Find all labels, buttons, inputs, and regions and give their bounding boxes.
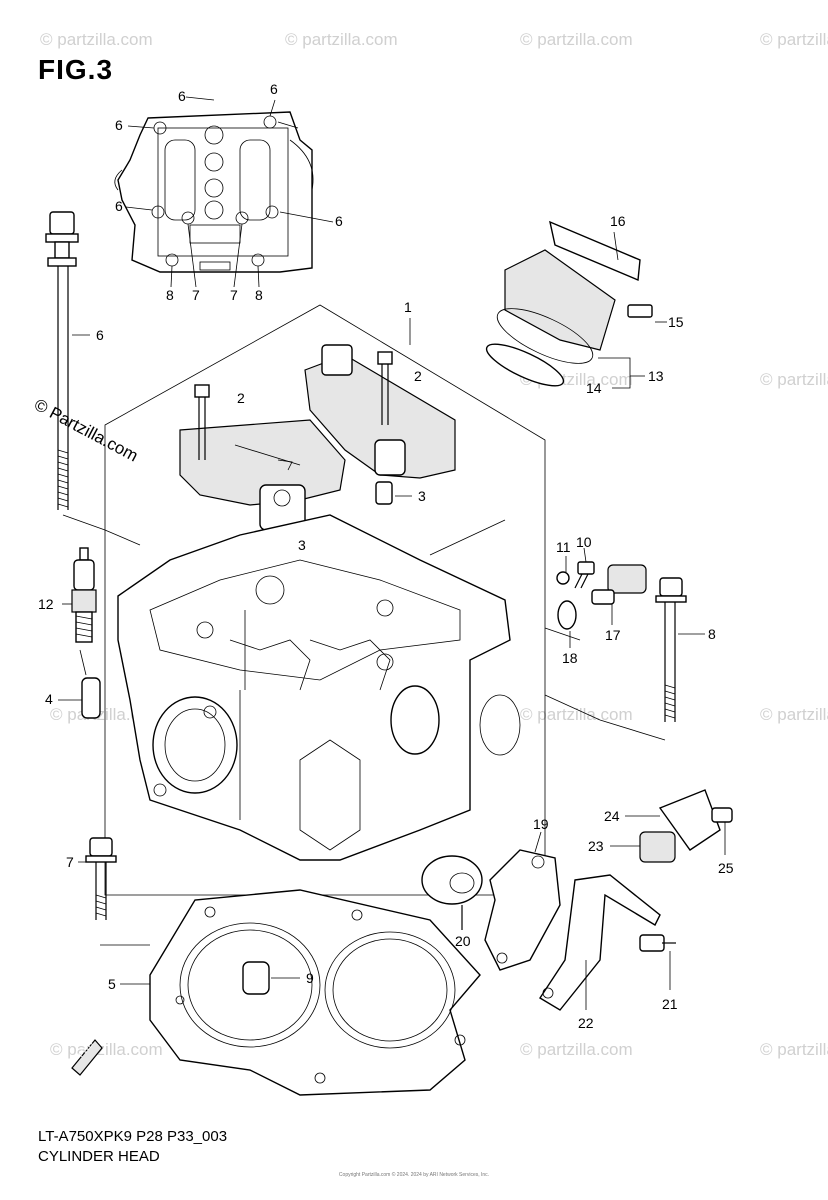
callout-16: 16	[610, 213, 626, 229]
callout-12: 12	[38, 596, 54, 612]
watermark: © partzilla.com	[760, 370, 828, 389]
callout-labels: 6 6 6 6 6 8 7 7 8 6 1 2 2 3 3 16 15 13 1…	[38, 81, 734, 1031]
callout-17: 17	[605, 627, 621, 643]
watermark: © partzilla.com	[520, 1040, 633, 1059]
callout-7: 7	[192, 287, 200, 303]
bolt-7	[78, 837, 117, 920]
callout-3: 3	[418, 488, 426, 504]
callout-25: 25	[718, 860, 734, 876]
figure-title: FIG.3	[38, 54, 114, 85]
callout-6: 6	[335, 213, 343, 229]
callout-14: 14	[586, 380, 602, 396]
callout-9: 9	[306, 970, 314, 986]
callout-19: 19	[533, 816, 549, 832]
spark-plug	[62, 547, 97, 643]
callout-6: 6	[96, 327, 104, 343]
watermark: © partzilla.com	[520, 30, 633, 49]
copyright-notice: Copyright Partzilla.com © 2024. 2024 by …	[338, 1172, 490, 1178]
long-bolt-6	[45, 211, 90, 510]
watermark: © partzilla.com	[40, 30, 153, 49]
callout-21: 21	[662, 996, 678, 1012]
callout-20: 20	[455, 933, 471, 949]
callout-24: 24	[604, 808, 620, 824]
callout-1: 1	[404, 299, 412, 315]
plug-sleeve	[58, 677, 101, 719]
callout-6: 6	[270, 81, 278, 97]
intake-pipe	[485, 220, 667, 389]
callout-6: 6	[115, 117, 123, 133]
main-assembly-frame	[104, 304, 546, 896]
callout-4: 4	[45, 691, 53, 707]
thermostat-housing	[421, 831, 561, 971]
cylinder-head-top-view	[114, 96, 334, 288]
callout-5: 5	[108, 976, 116, 992]
camshaft-holder-left	[179, 384, 346, 531]
callout-8: 8	[166, 287, 174, 303]
callout-8: 8	[708, 626, 716, 642]
watermark: © partzilla.com	[50, 1040, 163, 1059]
callout-2: 2	[237, 390, 245, 406]
callout-15: 15	[668, 314, 684, 330]
watermark: © partzilla.com	[520, 705, 633, 724]
callout-6: 6	[178, 88, 186, 104]
callout-18: 18	[562, 650, 578, 666]
callout-11: 11	[556, 539, 571, 555]
cylinder-head-body	[117, 514, 521, 861]
callout-3: 3	[298, 537, 306, 553]
watermark: © partzilla.com	[760, 705, 828, 724]
diagram-code: LT-A750XPK9 P28 P33_003	[38, 1128, 228, 1145]
bracket-assembly	[539, 789, 733, 1011]
camshaft-holder-right	[304, 344, 456, 479]
head-gasket	[120, 889, 481, 1096]
callout-7: 7	[230, 287, 238, 303]
diagram-name: CYLINDER HEAD	[38, 1148, 160, 1165]
watermark: © partzilla.com	[760, 30, 828, 49]
callout-10: 10	[576, 534, 592, 550]
callout-6: 6	[115, 198, 123, 214]
bolt-8	[655, 577, 705, 722]
callout-22: 22	[578, 1015, 594, 1031]
callout-8: 8	[255, 287, 263, 303]
callout-13: 13	[648, 368, 664, 384]
relationship-lines	[62, 514, 666, 946]
watermark: © partzilla.com	[285, 30, 398, 49]
callout-7: 7	[66, 854, 74, 870]
watermark: © partzilla.com	[760, 1040, 828, 1059]
callout-23: 23	[588, 838, 604, 854]
sensor-group	[556, 547, 647, 648]
callout-2: 2	[414, 368, 422, 384]
